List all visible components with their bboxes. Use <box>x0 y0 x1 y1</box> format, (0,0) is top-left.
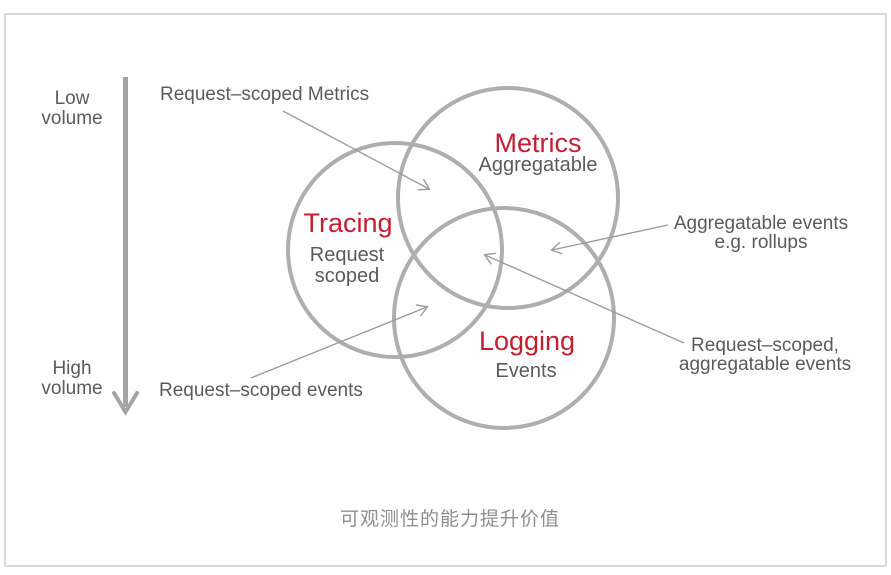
callout-aggregatable-events-label: Aggregatable events e.g. rollups <box>674 213 848 253</box>
high-volume-line1: High <box>52 358 91 379</box>
high-volume-line2: volume <box>41 378 102 399</box>
tracing-subtitle-line1: Request <box>310 244 385 266</box>
callout-request-scoped-aggregatable-line1: Request–scoped, <box>691 335 839 356</box>
callout-aggregatable-events-line1: Aggregatable events <box>674 213 848 234</box>
tracing-title: Tracing <box>303 208 392 238</box>
callout-aggregatable-events-line2: e.g. rollups <box>715 232 808 253</box>
logging-subtitle: Events <box>495 360 556 382</box>
callout-request-scoped-metrics-label: Request–scoped Metrics <box>160 84 369 105</box>
metrics-title: Metrics <box>495 128 582 158</box>
footer-caption: 可观测性的能力提升价值 <box>340 508 560 530</box>
callout-aggregatable-events-arrow <box>550 224 669 255</box>
callout-request-scoped-aggregatable-arrow <box>483 252 685 344</box>
tracing-circle <box>286 141 504 359</box>
callout-request-scoped-events-arrow <box>250 304 429 379</box>
volume-axis-arrowhead <box>112 391 139 416</box>
metrics-circle <box>396 86 620 310</box>
callout-request-scoped-aggregatable-label: Request–scoped, aggregatable events <box>679 335 851 375</box>
low-volume-line2: volume <box>41 108 102 129</box>
callout-request-scoped-aggregatable-line2: aggregatable events <box>679 354 851 375</box>
tracing-subtitle-line2: scoped <box>315 265 380 287</box>
logging-title: Logging <box>479 326 575 356</box>
callout-request-scoped-events-label: Request–scoped events <box>159 380 363 401</box>
low-volume-label: Low volume <box>41 88 102 129</box>
logging-circle <box>392 206 616 430</box>
high-volume-label: High volume <box>41 358 102 399</box>
callout-request-scoped-metrics-arrow <box>282 110 431 191</box>
metrics-subtitle: Aggregatable <box>479 154 598 176</box>
low-volume-line1: Low <box>55 88 90 109</box>
